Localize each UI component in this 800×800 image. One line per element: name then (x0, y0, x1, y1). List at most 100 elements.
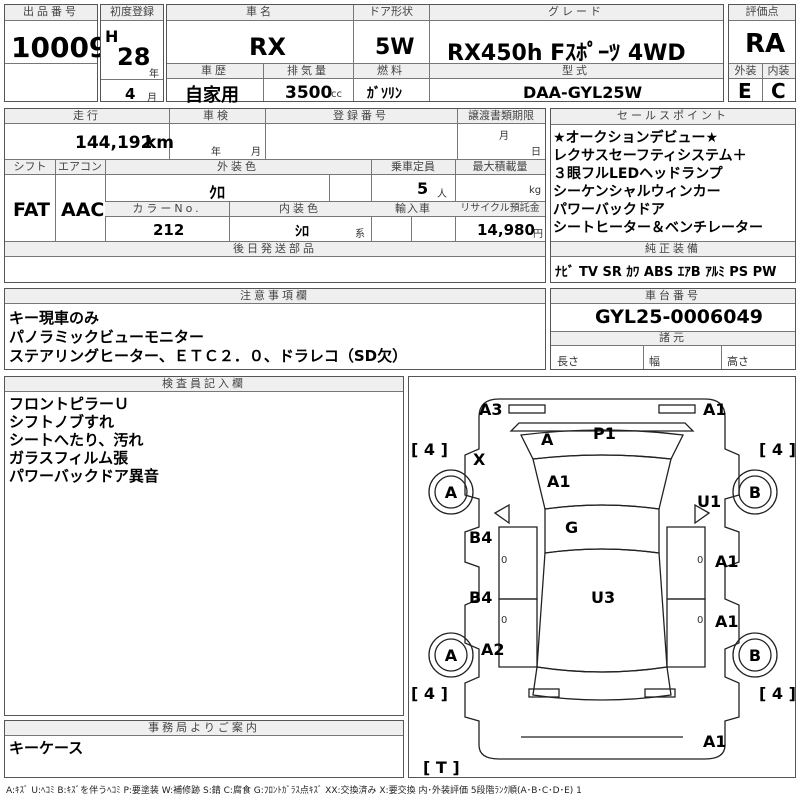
car-name-label: 車名 (167, 5, 353, 21)
height-label: 高さ (727, 355, 749, 368)
displacement-unit: cc (331, 89, 342, 100)
chassis-number: GYL25-0006049 (595, 306, 763, 328)
interior-color: ｼﾛ (295, 224, 309, 240)
mark-x: X (473, 450, 486, 469)
sales-points-box: セールスポイント ★オークションデビュー★ レクサスセーフティシステム＋ ３眼フ… (550, 108, 796, 283)
sales-point-item: パワーバックドア (553, 202, 665, 218)
tread-spare: [ T ] (423, 758, 460, 777)
recycle-unit: 円 (533, 229, 543, 240)
tire-grade-rear-right: B (749, 646, 761, 665)
inspector-item: フロントピラーＵ (9, 395, 130, 413)
transfer-month-unit: 月 (499, 131, 509, 142)
exterior-label: 外装 (729, 64, 762, 79)
width-label: 幅 (649, 355, 660, 368)
aircon-label: エアコン (55, 160, 105, 175)
score-label: 評価点 (729, 5, 795, 21)
mileage-label: 走行 (5, 109, 169, 124)
max-load-unit: kg (529, 185, 542, 196)
tire-grade-rear-left: A (445, 646, 458, 665)
displacement-label: 排気量 (263, 64, 353, 79)
tread-front-left: [ 4 ] (411, 440, 448, 459)
later-parts-label: 後日発送部品 (5, 242, 545, 257)
aircon-type: AAC (61, 199, 105, 221)
equipment-list: ﾅﾋﾞ TV SR ｶﾜ ABS ｴｱB ｱﾙﾐ PS PW (555, 265, 777, 280)
mark-a1-right-rear-door: A1 (715, 612, 739, 631)
capacity: 5 (417, 179, 429, 198)
windshield-panel (544, 504, 660, 554)
tire-rear-right (732, 632, 778, 678)
tread-rear-right: [ 4 ] (759, 684, 795, 703)
mark-a1-right-front-door: A1 (715, 552, 739, 571)
interior-label: 内装 (762, 64, 795, 79)
month-unit: 月 (147, 93, 157, 104)
inspector-item: シートへたり、汚れ (9, 431, 144, 449)
mark-u1: U1 (697, 492, 721, 511)
first-registration-box: 初度登録 H 28 年 4 月 (100, 4, 164, 104)
capacity-label: 乗車定員 (371, 160, 455, 175)
sales-point-item: レクサスセーフティシステム＋ (553, 148, 747, 164)
mark-g: G (565, 518, 578, 537)
notes-label: 注意事項欄 (5, 289, 545, 304)
score-box: 評価点 RA 外装 内装 E C (728, 4, 796, 103)
inspector-item: シフトノブすれ (9, 413, 115, 431)
reg-number-label: 登録番号 (265, 109, 457, 124)
lot-number-label: 出品番号 (5, 5, 97, 21)
fuel-label: 燃料 (353, 64, 429, 79)
transfer-deadline-label: 譲渡書類期限 (457, 109, 545, 124)
model-label: 型式 (429, 64, 723, 79)
tire-grade-front-left: A (445, 483, 458, 502)
mark-p1: P1 (593, 424, 616, 443)
mark-a-front: A (541, 430, 554, 449)
capacity-unit: 人 (437, 189, 447, 200)
tread-rear-left: [ 4 ] (411, 684, 448, 703)
mark-a1-front-right: A1 (703, 400, 727, 419)
shift-type: FAT (13, 199, 50, 221)
inspector-box: 検査員記入欄 フロントピラーＵ シフトノブすれ シートへたり、汚れ ガラスフィル… (4, 376, 404, 716)
tire-front-left (428, 469, 474, 515)
car-name: RX (249, 33, 286, 61)
fuel-type: ｶﾞｿﾘﾝ (367, 86, 402, 102)
chassis-label: 車台番号 (551, 289, 795, 304)
tire-grade-front-right: B (749, 483, 761, 502)
door-mark: 0 (501, 555, 507, 566)
door-label: ドア形状 (353, 5, 429, 21)
office-label: 事務局よりご案内 (5, 721, 403, 736)
inspector-item: ガラスフィルム張 (9, 449, 129, 467)
mileage: 144,192 (75, 133, 153, 153)
sales-points-label: セールスポイント (551, 109, 795, 125)
door-type: 5W (375, 35, 415, 60)
mark-u3: U3 (591, 588, 615, 607)
inspection-label: 車検 (169, 109, 265, 124)
legend-text: A:ｷｽﾞ U:ﾍｺﾐ B:ｷｽﾞを伴うﾍｺﾐ P:要塗装 W:補修跡 S:錆 … (6, 786, 582, 796)
tire-rear-left (428, 632, 474, 678)
inspector-label: 検査員記入欄 (5, 377, 403, 392)
int-color-unit: 系 (355, 229, 365, 240)
mileage-unit: km (145, 133, 175, 153)
era-letter: H (105, 27, 119, 46)
exterior-color: ｸﾛ (209, 183, 226, 202)
sales-point-item: ３眼フルLEDヘッドランプ (553, 166, 723, 182)
mark-a1-rear: A1 (703, 732, 727, 751)
car-info-box: 車名 ドア形状 グレード RX 5W RX450h Fｽﾎﾟｰﾂ 4WD 車歴 … (166, 4, 724, 106)
car-diagram-box: [ 4 ] [ 4 ] [ 4 ] [ 4 ] [ T ] A B A B A3… (408, 376, 796, 778)
registration-month: 4 (125, 85, 136, 103)
inspector-item: パワーバックドア異音 (9, 467, 159, 485)
office-text: キーケース (9, 739, 84, 757)
lot-number-box: 出品番号 10009 (4, 4, 108, 102)
model-code: DAA-GYL25W (523, 83, 643, 102)
inspection-year-unit: 年 (211, 147, 221, 158)
ext-color-label: 外装色 (105, 160, 371, 175)
lot-number: 10009 (11, 31, 109, 64)
displacement: 3500 (285, 83, 333, 103)
overall-score: RA (745, 29, 786, 59)
door-mark: 0 (697, 615, 703, 626)
recycle-label: リサイクル預託金 (455, 202, 545, 217)
color-number: 212 (153, 221, 185, 239)
length-label: 長さ (557, 355, 579, 368)
tire-front-right (732, 469, 778, 515)
year-unit: 年 (149, 69, 159, 80)
interior-grade: C (771, 79, 786, 103)
exterior-grade: E (738, 79, 752, 103)
shift-label: シフト (5, 160, 55, 175)
car-diagram: [ 4 ] [ 4 ] [ 4 ] [ 4 ] [ T ] A B A B A3… (411, 398, 795, 777)
